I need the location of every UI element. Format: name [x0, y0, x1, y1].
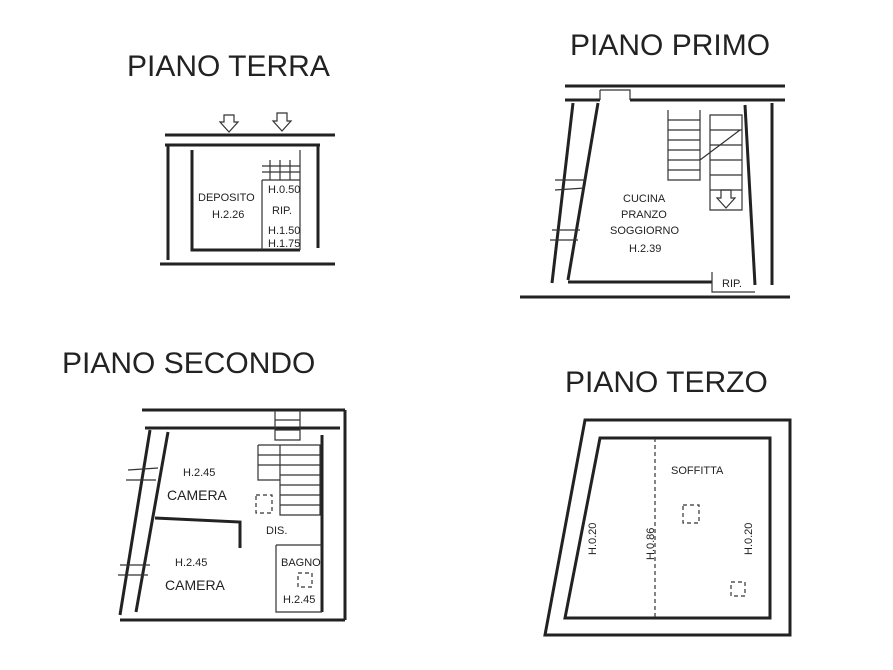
first-chimney	[599, 89, 631, 100]
ground-partitions	[261, 150, 301, 250]
first-left-outer-wall	[550, 102, 575, 284]
third-inner-wall	[563, 436, 772, 620]
room-label-cucina: CUCINA	[623, 193, 666, 205]
first-bottom-wall	[520, 280, 790, 299]
room-label-pranzo: PRANZO	[621, 209, 667, 221]
first-window-marks	[550, 179, 586, 241]
skylight-icon	[682, 504, 700, 524]
room-height-bagno: H.2.45	[283, 594, 315, 606]
second-floor-title: PIANO SECONDO	[62, 347, 315, 380]
height-label: H.1.50	[268, 225, 300, 237]
room-height-camera1: H.2.45	[183, 467, 215, 479]
height-label-left: H.0.20	[587, 523, 599, 555]
third-floor-plan: PIANO TERZO SOFFITTA H.0.20 H.0.86 H.0.2…	[543, 366, 792, 637]
stairs-arrow-icon	[715, 189, 737, 209]
ground-floor-plan: PIANO TERRA DEPOSITO H.2.26 H.0.50 RIP. …	[127, 50, 335, 266]
third-floor-title: PIANO TERZO	[565, 366, 768, 399]
second-middle-wall	[154, 516, 242, 548]
room-height-camera2: H.2.45	[175, 557, 207, 569]
entrance-arrow-icon	[271, 112, 293, 132]
first-right-wall	[743, 104, 757, 286]
second-bathroom-walls	[275, 544, 322, 613]
room-label-dis: DIS.	[266, 525, 287, 537]
room-label-camera1: CAMERA	[167, 487, 228, 503]
room-label-deposito: DEPOSITO	[198, 192, 255, 204]
height-label-right: H.0.20	[743, 523, 755, 555]
fixture-icon	[297, 572, 313, 588]
second-left-outer-wall	[118, 429, 152, 616]
second-floor-plan: PIANO SECONDO H.2.45 CAMERA DIS. H.2.45 …	[62, 347, 347, 622]
height-label: H.0.50	[268, 184, 300, 196]
first-floor-plan: PIANO PRIMO CUCINA PRANZO SOGGIORNO H.2.…	[520, 29, 790, 299]
second-stairs	[257, 410, 321, 516]
room-label-camera2: CAMERA	[165, 577, 226, 593]
fixture-icon	[730, 581, 746, 597]
second-window-marks	[118, 467, 159, 576]
second-left-wall	[134, 431, 170, 613]
room-label-soggiorno: SOGGIORNO	[610, 225, 680, 237]
ground-stairs	[262, 160, 300, 180]
ground-floor-title: PIANO TERRA	[127, 50, 330, 83]
room-label-rip: RIP.	[722, 278, 742, 290]
height-label: H.1.75	[268, 238, 300, 250]
room-label-rip: RIP.	[272, 205, 292, 217]
first-left-wall	[566, 102, 600, 281]
skylight-icon	[255, 494, 273, 514]
room-label-soffitta: SOFFITTA	[671, 465, 724, 477]
second-right-wall	[320, 410, 347, 620]
first-rip-box	[711, 272, 755, 293]
entrance-arrow-icon	[218, 114, 240, 133]
room-label-bagno: BAGNO	[281, 557, 321, 569]
room-height-deposito: H.2.26	[212, 209, 244, 221]
room-height-living: H.2.39	[629, 243, 661, 255]
first-floor-title: PIANO PRIMO	[570, 29, 770, 62]
ground-left-wall	[190, 150, 300, 252]
height-label-mid: H.0.86	[645, 528, 657, 560]
third-outer-wall	[543, 418, 792, 637]
